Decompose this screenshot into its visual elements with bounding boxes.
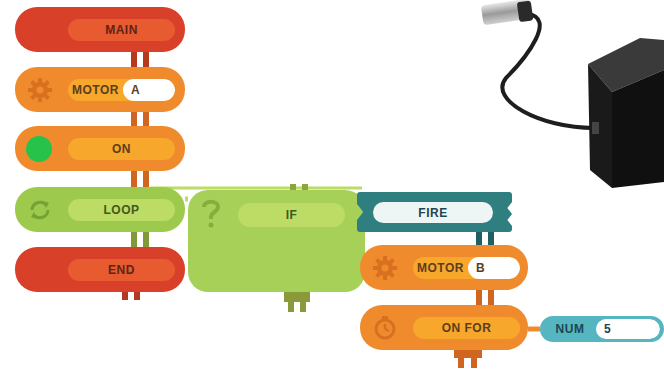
block-label: IF [238,208,345,222]
block-connector [134,52,146,67]
adapter-box-side [612,70,664,188]
gear-icon [372,255,398,281]
loop-icon [27,197,53,223]
block-connector [134,232,146,247]
block-label: LOOP [68,203,175,217]
block-pill: MAIN [68,19,175,41]
block-pill: ON [68,138,175,160]
prong [458,356,464,368]
block-label: END [68,263,175,277]
adapter-plug-collar [517,0,534,22]
block-label: FIRE [373,206,493,220]
block-label: ON [68,142,175,156]
on-indicator-icon [25,135,53,163]
block-pill: ON FOR [413,317,520,339]
block-label: MOTOR [68,83,123,97]
block-pill: NUM5 [544,319,660,339]
end-block: END [15,247,185,292]
main-block: MAIN [15,7,185,52]
loop-block: LOOP [15,187,185,232]
if-block: IF [188,190,365,292]
block-connector [528,327,540,332]
block-pill: LOOP [68,199,175,221]
motor-block: MOTORB [360,245,528,290]
block-pill: IF [238,203,345,227]
onfor-bottom-prongs [454,348,482,368]
block-label: MOTOR [413,261,468,275]
if-bottom-prongs [284,290,310,312]
sensor-block: FIRE [357,192,512,232]
block-connector [479,290,491,305]
block-connector [134,171,146,187]
timer-icon [372,315,398,341]
block-connector [185,197,188,202]
block-pill: MOTORB [413,257,520,279]
on-block: ON [15,126,185,171]
gear-icon [27,77,53,103]
block-label: NUM [544,322,596,336]
adapter-cable [502,14,594,128]
value-field: B [468,257,520,279]
number-block: NUM5 [540,316,664,342]
adapter-box-front [588,64,612,188]
value-field: 5 [596,319,660,339]
block-connector [134,112,146,126]
prong [300,300,306,312]
block-pill: FIRE [373,202,493,223]
block-label: MAIN [68,23,175,37]
motor-block: MOTORA [15,67,185,112]
prong [288,300,294,312]
on-for-block: ON FOR [360,305,528,350]
block-pill: END [68,259,175,281]
prong [471,356,477,368]
value-field: A [123,79,175,101]
power-adapter [481,0,664,188]
block-pill: MOTORA [68,79,175,101]
adapter-port [592,122,599,134]
block-label: ON FOR [413,321,520,335]
block-connector [479,232,491,245]
question-icon [200,198,222,228]
